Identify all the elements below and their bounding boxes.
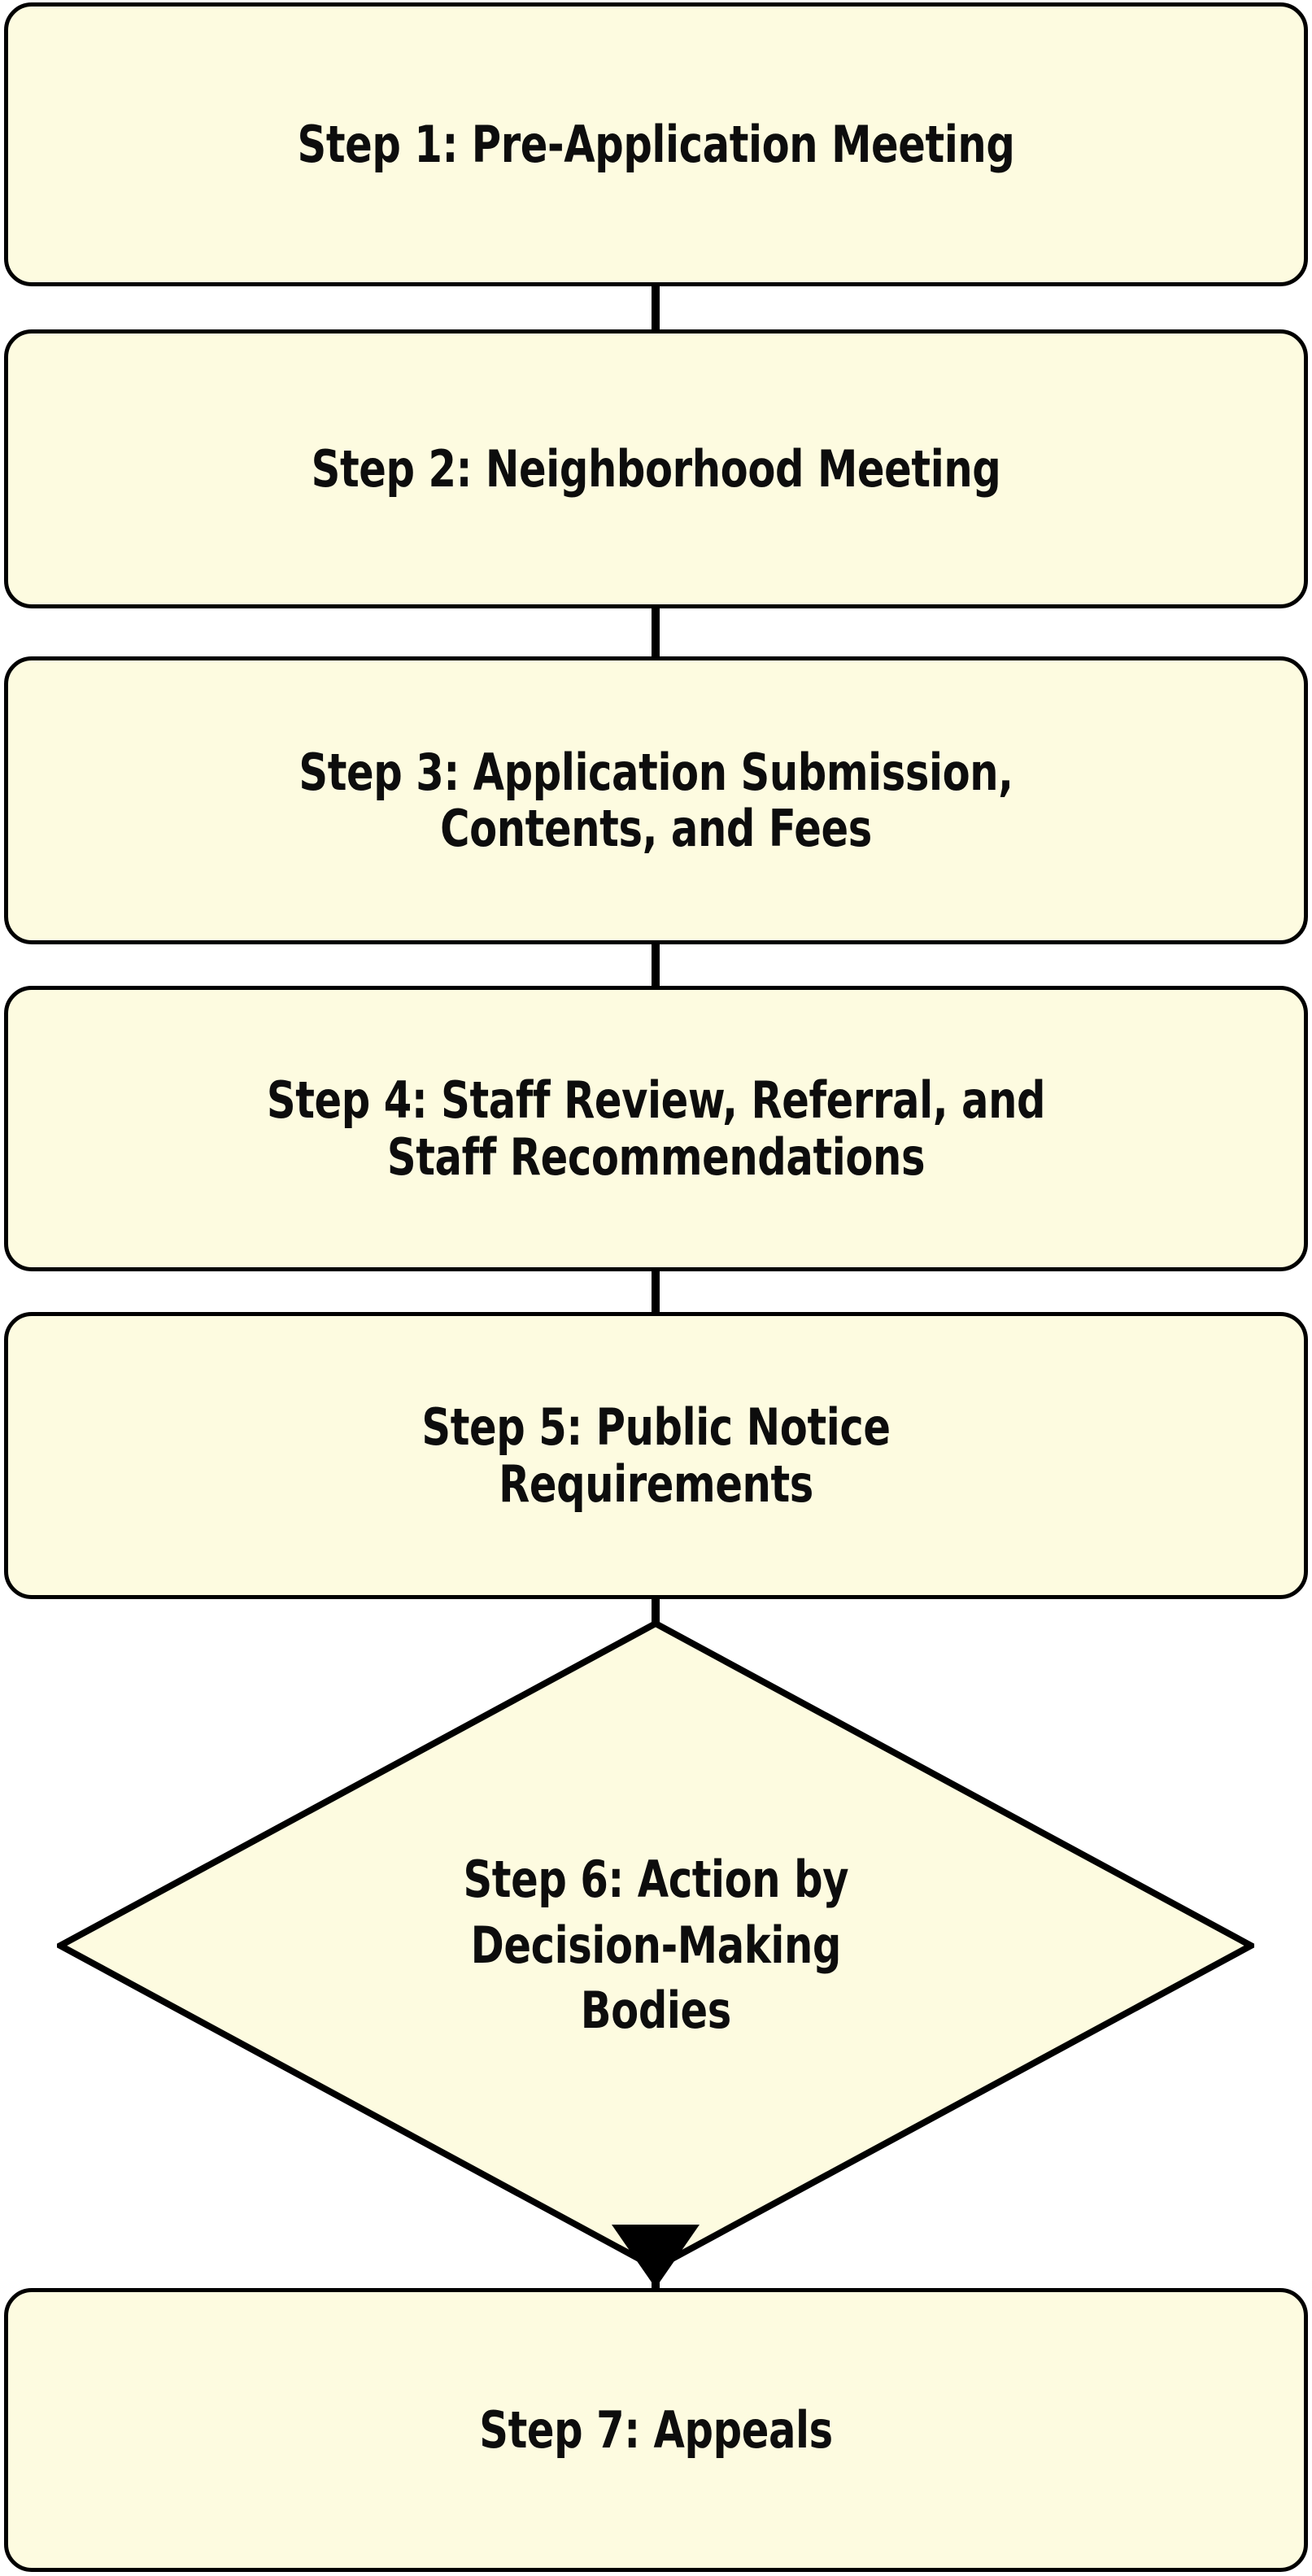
- connector-step4-step5: [652, 1271, 660, 1312]
- connector-step5-step6: [652, 1599, 660, 1632]
- node-step4-label: Step 4: Staff Review, Referral, and Staf…: [266, 1070, 1046, 1187]
- node-step7[interactable]: Step 7: Appeals: [4, 2288, 1308, 2572]
- diamond-shape: [57, 1620, 1254, 2271]
- node-step4[interactable]: Step 4: Staff Review, Referral, and Staf…: [4, 986, 1308, 1271]
- node-step5-label: Step 5: Public Notice Requirements: [421, 1397, 891, 1514]
- node-step2[interactable]: Step 2: Neighborhood Meeting: [4, 329, 1308, 608]
- node-step1[interactable]: Step 1: Pre-Application Meeting: [4, 2, 1308, 286]
- node-step2-label: Step 2: Neighborhood Meeting: [311, 438, 1001, 499]
- connector-step2-step3: [652, 608, 660, 656]
- node-step1-label: Step 1: Pre-Application Meeting: [297, 114, 1015, 174]
- node-step6[interactable]: Step 6: Action by Decision-Making Bodies: [57, 1620, 1254, 2271]
- node-step3-label: Step 3: Application Submission, Contents…: [299, 742, 1013, 858]
- node-step5[interactable]: Step 5: Public Notice Requirements: [4, 1312, 1308, 1599]
- arrowhead-step6-step7: [612, 2225, 700, 2288]
- node-step7-label: Step 7: Appeals: [479, 2399, 833, 2460]
- connector-step3-step4: [652, 944, 660, 986]
- node-step3[interactable]: Step 3: Application Submission, Contents…: [4, 656, 1308, 944]
- connector-step1-step2: [652, 286, 660, 329]
